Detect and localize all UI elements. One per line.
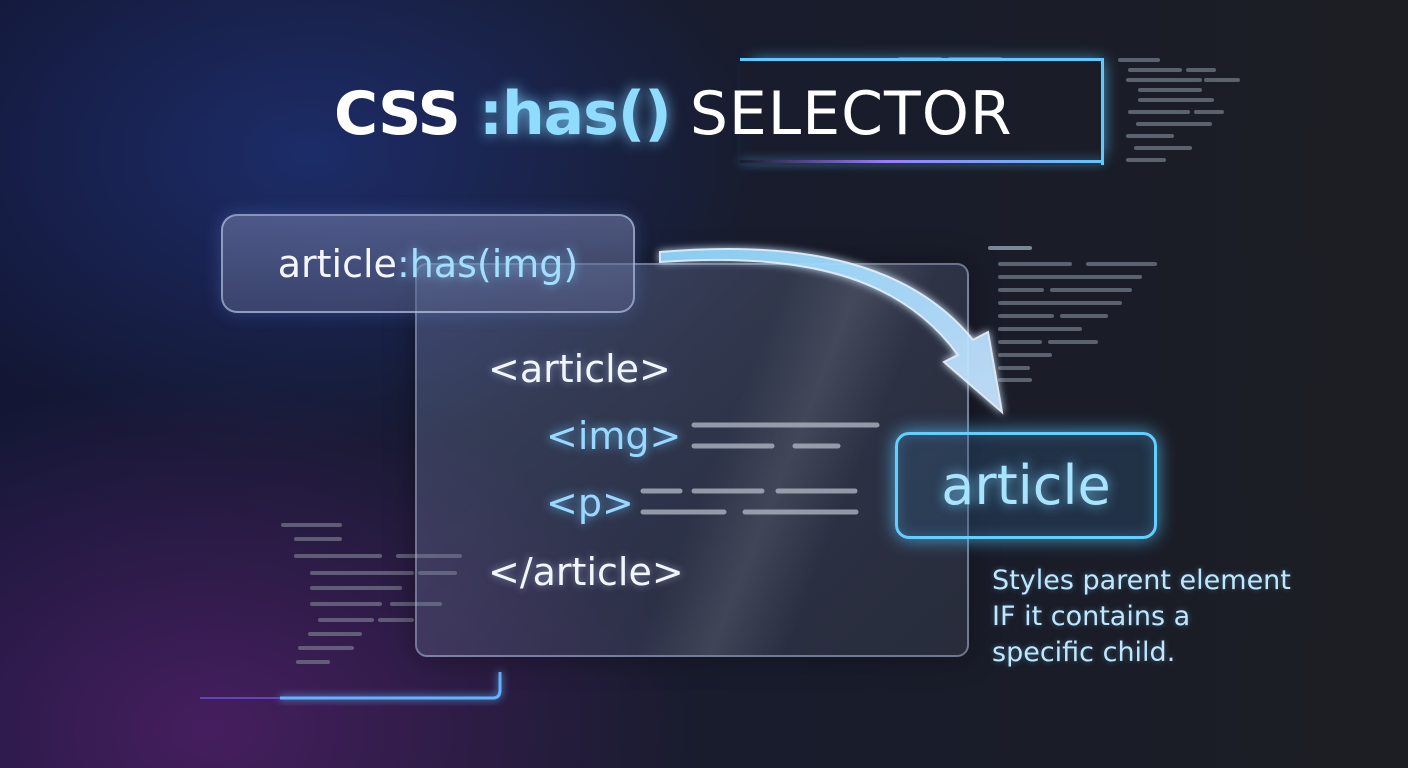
selector-pseudo: :has(img) <box>396 241 579 286</box>
title-css: CSS <box>334 79 461 149</box>
arrow-body <box>659 247 1004 415</box>
description-line-3: specific child. <box>992 637 1176 668</box>
selector-element: article <box>277 241 397 286</box>
right-deco-dashes <box>973 233 1157 382</box>
selector-pill: article:has(img) <box>221 214 635 313</box>
bracket-connector <box>280 672 502 700</box>
code-img-tag: <img> <box>546 414 682 458</box>
code-panel <box>415 263 969 657</box>
title-frame <box>740 58 1104 165</box>
title-selector: SELECTOR <box>689 79 1013 149</box>
page-title: CSS :has() SELECTOR <box>334 76 1013 152</box>
code-close-article: </article> <box>488 550 684 594</box>
description: Styles parent element IF it contains a s… <box>992 563 1372 671</box>
title-deco-dashes <box>898 57 1240 162</box>
code-p-tag: <p> <box>546 481 634 525</box>
result-article-box: article <box>895 432 1157 539</box>
description-line-2: IF it contains a <box>992 601 1191 632</box>
description-line-1: Styles parent element <box>992 565 1291 596</box>
result-label: article <box>941 454 1111 517</box>
title-underline <box>740 160 1104 163</box>
code-open-article: <article> <box>488 347 671 391</box>
left-deco-dashes <box>281 523 462 664</box>
title-has: :has() <box>478 79 672 149</box>
